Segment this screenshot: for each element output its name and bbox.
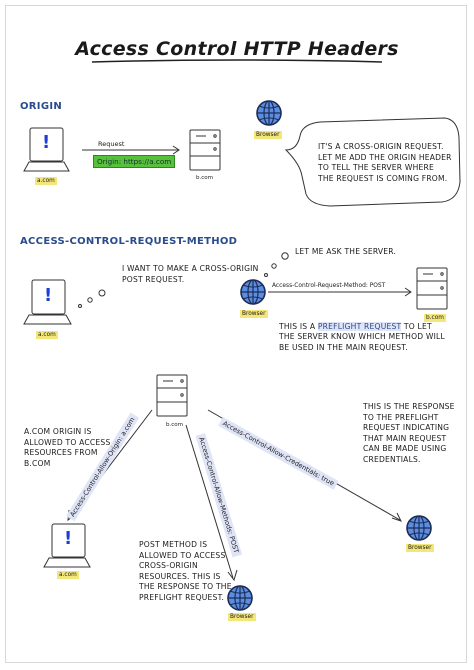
globe-icon	[240, 279, 266, 305]
browser-label: Browser	[240, 310, 268, 318]
origin-header-label: Origin: https://a.com	[93, 155, 176, 168]
preflight-request-link: PREFLIGHT REQUEST	[317, 322, 402, 331]
client-thought-text: I WANT TO MAKE A CROSS-ORIGIN POST REQUE…	[122, 264, 259, 284]
origin-bubble-text: IT'S A CROSS-ORIGIN REQUEST. LET ME ADD …	[318, 142, 452, 183]
page-frame	[5, 5, 467, 663]
globe-icon	[406, 515, 432, 541]
request-method-header-label: Access-Control-Request-Method: POST	[272, 283, 386, 289]
allow-origin-note: A.COM ORIGIN IS ALLOWED TO ACCESS RESOUR…	[24, 427, 111, 468]
browser-label-bottom: Browser	[228, 613, 256, 621]
speech-bubble	[284, 117, 461, 207]
preflight-note: THIS IS A PREFLIGHT REQUEST TO LET	[279, 322, 432, 331]
allow-credentials-note: THIS IS THE RESPONSE TO THE PREFLIGHT RE…	[363, 402, 455, 464]
request-label: Request	[98, 140, 125, 148]
section-origin-heading: ORIGIN	[20, 101, 63, 112]
server-icon	[189, 129, 221, 171]
laptop-icon	[43, 523, 91, 568]
client-label: a.com	[36, 331, 58, 339]
server-icon	[416, 267, 448, 310]
client-label: a.com	[57, 571, 79, 579]
laptop-icon	[23, 127, 70, 172]
alert-icon: !	[64, 528, 73, 549]
page-title: Access Control HTTP Headers	[75, 38, 399, 60]
server-label: b.com	[424, 314, 446, 322]
server-label: b.com	[166, 422, 183, 428]
browser-label: Browser	[254, 131, 282, 139]
globe-icon	[227, 585, 253, 611]
browser-label-right: Browser	[406, 544, 434, 552]
section-request-method-heading: ACCESS-CONTROL-REQUEST-METHOD	[20, 236, 238, 247]
server-icon	[156, 374, 188, 417]
server-label: b.com	[196, 175, 213, 181]
preflight-note-rest: THE SERVER KNOW WHICH METHOD WILL BE USE…	[279, 332, 445, 352]
client-label: a.com	[35, 177, 57, 185]
alert-icon: !	[44, 285, 53, 306]
laptop-icon	[23, 279, 72, 325]
globe-icon	[256, 100, 282, 126]
alert-icon: !	[42, 132, 51, 153]
browser-thought-text: LET ME ASK THE SERVER.	[295, 247, 397, 256]
allow-methods-note: POST METHOD IS ALLOWED TO ACCESS CROSS-O…	[139, 540, 232, 602]
